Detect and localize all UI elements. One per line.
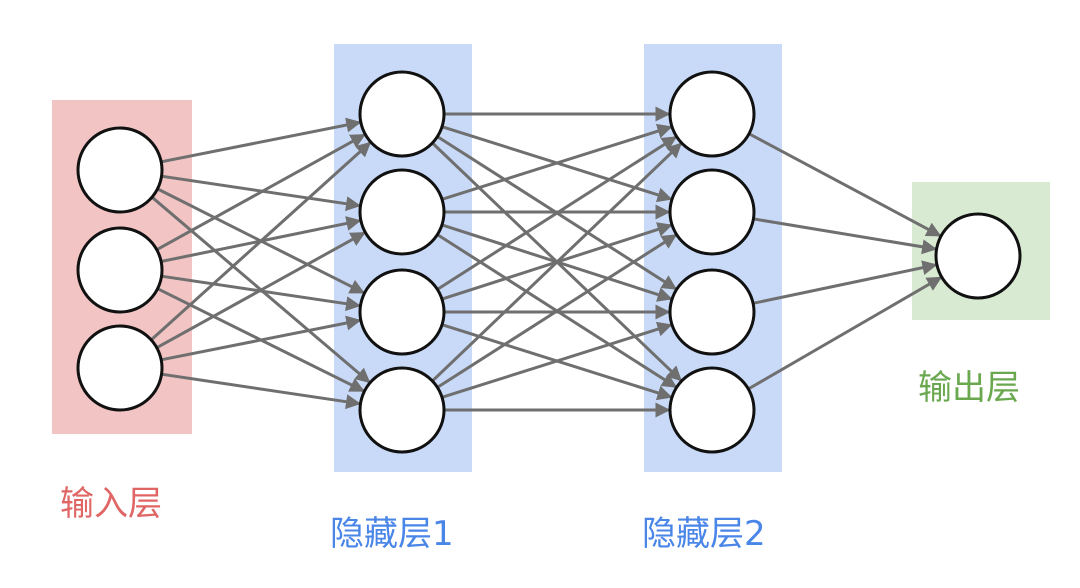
connection-arrow [441, 123, 673, 201]
hidden-2-neuron [668, 366, 756, 454]
hidden-2-neuron [668, 268, 756, 356]
hidden-1-neuron [358, 268, 446, 356]
connection-arrow [748, 132, 942, 238]
connection-arrow [752, 260, 938, 305]
hidden-1-neuron [358, 168, 446, 256]
input-neuron [76, 126, 164, 214]
hidden-2-neuron [668, 70, 756, 158]
hidden-layer-2-label: 隐藏层2 [642, 514, 766, 554]
connection-arrow [431, 142, 682, 383]
connection-arrow [156, 231, 366, 350]
hidden-1-neuron [358, 366, 446, 454]
connection-arrow [150, 141, 372, 342]
hidden-2-neuron [668, 168, 756, 256]
connection-arrow [747, 276, 943, 391]
connection-arrow [160, 117, 362, 164]
connection-arrow [436, 233, 678, 389]
connection-arrow [441, 321, 673, 399]
input-layer-label: 输入层 [60, 484, 162, 524]
connection-arrow [436, 135, 678, 291]
connection-arrow [156, 133, 366, 252]
input-neuron [76, 226, 164, 314]
hidden-1-neuron [358, 70, 446, 158]
connection-arrow [753, 217, 938, 255]
output-layer-label: 输出层 [918, 368, 1020, 408]
connection-arrow [161, 372, 361, 410]
input-neuron [76, 324, 164, 412]
connection-arrow [160, 315, 362, 362]
hidden-layer-1-label: 隐藏层1 [330, 514, 454, 554]
output-neuron [934, 212, 1022, 300]
